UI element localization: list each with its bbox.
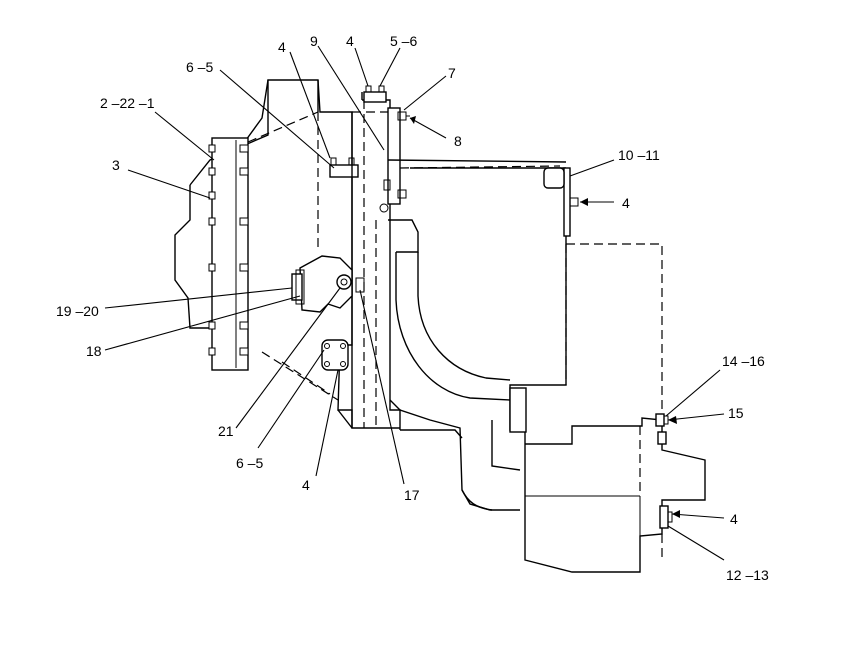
callout-9: 9: [310, 33, 318, 49]
callout-4-right-b: 4: [730, 511, 738, 527]
vertical-strap: [379, 107, 410, 213]
cover-plate: [208, 137, 249, 371]
callout-18: 18: [86, 343, 102, 359]
callout-4-bottom: 4: [302, 477, 310, 493]
arrow-heads: [410, 116, 680, 518]
top-bracket: [329, 157, 359, 178]
valve-assembly: [291, 255, 365, 313]
callout-6-5-top: 6 –5: [186, 59, 213, 75]
hidden-lines-housing: [247, 111, 388, 401]
callout-21: 21: [218, 423, 234, 439]
callout-17: 17: [404, 487, 420, 503]
callout-7: 7: [448, 65, 456, 81]
callout-12-13: 12 –13: [726, 567, 769, 583]
callout-19-20: 19 –20: [56, 303, 99, 319]
lower-valve-block: [321, 339, 349, 371]
callout-4-right-a: 4: [622, 195, 630, 211]
callout-15: 15: [728, 405, 744, 421]
callout-labels: 2 –22 –1 3 6 –5 4 9 4 5 –6 7 8 10 –11 4 …: [56, 33, 769, 583]
flywheel-housing: [174, 79, 400, 429]
callout-2-22-1: 2 –22 –1: [100, 95, 155, 111]
callout-4-top-a: 4: [278, 39, 286, 55]
callout-14-16: 14 –16: [722, 353, 765, 369]
leader-lines: [104, 45, 725, 561]
callout-6-5-bottom: 6 –5: [236, 455, 263, 471]
right-fittings: [655, 413, 673, 529]
callout-3: 3: [112, 157, 120, 173]
callout-4-top-b: 4: [346, 33, 354, 49]
duct-pipe: [388, 219, 521, 511]
callout-5-6: 5 –6: [390, 33, 417, 49]
cover-bolts: [208, 144, 249, 356]
callout-10-11: 10 –11: [618, 147, 660, 163]
callout-8: 8: [454, 133, 462, 149]
right-bracket: [543, 167, 579, 237]
horizontal-rod: [387, 159, 567, 169]
